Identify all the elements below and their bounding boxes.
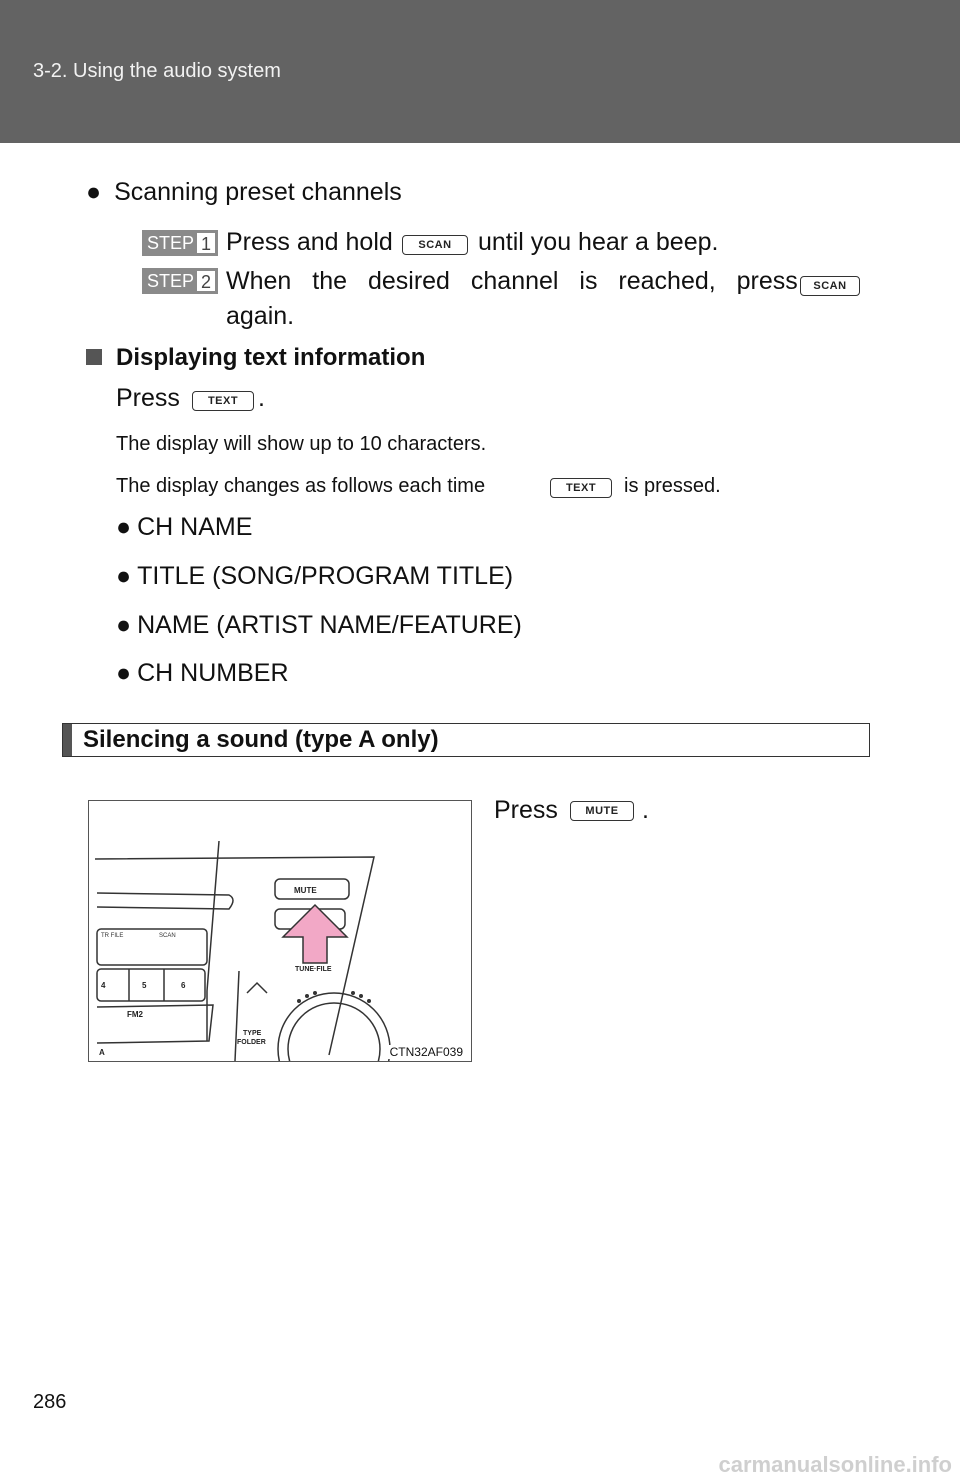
step-number: 1	[196, 232, 216, 254]
audio-panel-drawing: MUTE TUNE·FILE TYPE FOLDER FM2 4 5 6 TR …	[94, 840, 391, 1061]
list-item-text: CH NUMBER	[137, 659, 289, 687]
note-2-after: is pressed.	[624, 475, 721, 497]
scan-heading: Scanning preset channels	[114, 178, 402, 206]
fig-label-folder: FOLDER	[237, 1039, 266, 1046]
fig-preset-4: 4	[101, 981, 106, 990]
fig-label-a: A	[99, 1048, 105, 1057]
step-label: STEP	[147, 271, 195, 291]
step-2-line1: When the desired channel is reached, pre…	[226, 267, 798, 295]
text-info-heading: Displaying text information	[116, 344, 426, 371]
audio-panel-illustration: MUTE TUNE·FILE TYPE FOLDER FM2 4 5 6 TR …	[88, 800, 472, 1062]
mute-press-label: Press	[494, 796, 558, 824]
scan-heading-row: ● Scanning preset channels	[86, 178, 402, 207]
fig-display-scan: SCAN	[159, 933, 176, 939]
press-arrow-icon	[281, 903, 349, 964]
fig-label-fm2: FM2	[127, 1010, 144, 1019]
list-item-text: NAME (ARTIST NAME/FEATURE)	[137, 611, 522, 639]
text-press-period: .	[258, 384, 265, 412]
list-item-text: CH NAME	[137, 513, 253, 541]
fig-label-type: TYPE	[243, 1030, 262, 1037]
step-1-badge: STEP 1	[142, 230, 218, 256]
text-button: TEXT	[550, 478, 612, 498]
step-number: 2	[196, 270, 216, 292]
step-2-line2: again.	[226, 302, 295, 330]
note-1: The display will show up to 10 character…	[116, 433, 487, 455]
list-item: ●NAME (ARTIST NAME/FEATURE)	[116, 611, 522, 640]
scan-button: SCAN	[800, 276, 860, 296]
page-header: 3-2. Using the audio system	[0, 0, 960, 143]
square-bullet-icon	[86, 349, 102, 365]
step-2-badge: STEP 2	[142, 268, 218, 294]
section-bar-mark	[63, 724, 72, 756]
note-2-before: The display changes as follows each time	[116, 475, 486, 497]
page-number: 286	[33, 1391, 67, 1413]
fig-preset-6: 6	[181, 981, 186, 990]
scan-button: SCAN	[402, 235, 468, 255]
fig-label-tune: TUNE·FILE	[295, 966, 332, 973]
fig-label-mute: MUTE	[294, 886, 317, 895]
list-item-text: TITLE (SONG/PROGRAM TITLE)	[137, 562, 514, 590]
watermark: carmanualsonline.info	[718, 1452, 953, 1477]
section-title-bar: Silencing a sound (type A only)	[62, 723, 870, 757]
bullet-icon: ●	[116, 513, 132, 541]
list-item: ●CH NAME	[116, 513, 252, 542]
step-label: STEP	[147, 233, 195, 253]
figure-caption: CTN32AF039	[387, 1045, 465, 1059]
bullet-icon: ●	[86, 178, 102, 206]
fig-preset-5: 5	[142, 981, 147, 990]
text-button: TEXT	[192, 391, 254, 411]
text-press-label: Press	[116, 384, 180, 412]
mute-press-period: .	[642, 796, 649, 824]
bullet-icon: ●	[116, 611, 132, 639]
step-1-text-after: until you hear a beep.	[478, 228, 719, 256]
bullet-icon: ●	[116, 562, 132, 590]
list-item: ●CH NUMBER	[116, 659, 289, 688]
bullet-icon: ●	[116, 659, 132, 687]
section-title: 3-2. Using the audio system	[33, 60, 281, 82]
section-title-text: Silencing a sound (type A only)	[83, 726, 439, 753]
fig-display-tr: TR FILE	[101, 933, 123, 939]
mute-button: MUTE	[570, 801, 634, 821]
step-1-text-before: Press and hold	[226, 228, 393, 256]
list-item: ●TITLE (SONG/PROGRAM TITLE)	[116, 562, 513, 591]
